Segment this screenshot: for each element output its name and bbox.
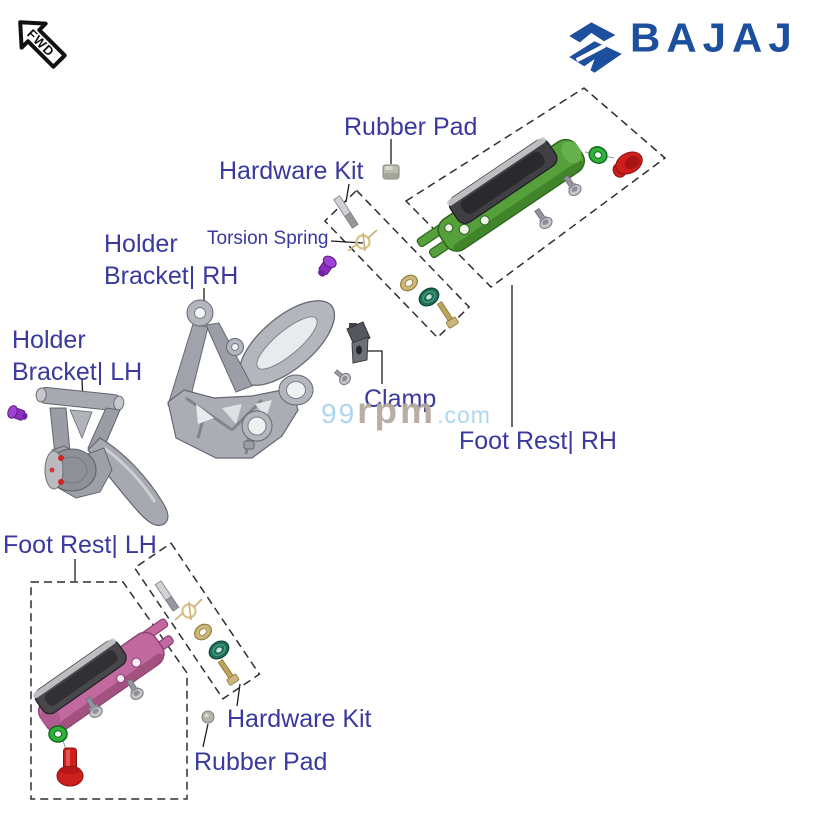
rubber-pad-lh-part <box>201 710 215 724</box>
foot-rest-rh-box <box>404 87 667 288</box>
label-hardware-kit-bottom: Hardware Kit <box>227 705 372 733</box>
label-line: Bracket| LH <box>12 358 143 386</box>
clamp-part <box>346 321 371 364</box>
screw-icon <box>563 174 582 197</box>
screw-icon <box>85 696 103 718</box>
screw-icon <box>534 207 553 230</box>
holder-bracket-rh-part <box>167 299 336 459</box>
torsion-spring-part <box>174 598 203 621</box>
label-torsion-spring: Torsion Spring <box>207 228 329 249</box>
purple-bolt-icon <box>318 255 337 277</box>
label-line: Holder <box>104 230 178 258</box>
purple-bolt-icon <box>7 405 28 421</box>
label-line: Bracket| RH <box>104 262 239 290</box>
small-bolt-icon <box>334 369 351 386</box>
foot-rest-lh-part <box>32 618 174 733</box>
label-hardware-kit-top: Hardware Kit <box>219 157 364 185</box>
green-ring-icon <box>588 146 608 164</box>
label-foot-rest-lh: Foot Rest| LH <box>3 531 157 559</box>
hardware-kit-lh-box <box>133 542 261 700</box>
label-holder-bracket-rh: Holder Bracket| RH <box>104 228 238 292</box>
torsion-spring-part <box>347 229 378 252</box>
green-ring-icon <box>48 725 68 743</box>
label-foot-rest-rh: Foot Rest| RH <box>459 427 617 455</box>
red-cap-icon <box>56 747 84 787</box>
watermark-suffix: .com <box>437 402 491 428</box>
red-cap-icon <box>612 151 643 178</box>
bajaj-wordmark: BAJAJ <box>630 14 798 61</box>
label-holder-bracket-lh: Holder Bracket| LH <box>12 324 142 388</box>
label-line: Holder <box>12 326 86 354</box>
holder-bracket-lh-part <box>35 386 169 527</box>
label-clamp: Clamp <box>364 385 437 413</box>
screw-icon <box>126 678 144 700</box>
watermark-prefix: 99 <box>321 398 357 429</box>
teal-washer-icon <box>418 287 440 307</box>
watermark-mid: rpm <box>357 390 437 431</box>
foot-rest-lh-box <box>30 581 188 800</box>
foot-rest-rh-part <box>416 137 585 259</box>
hardware-kit-lh-part <box>154 580 240 686</box>
bajaj-logo-icon <box>569 22 622 73</box>
label-rubber-pad-top: Rubber Pad <box>344 113 478 141</box>
fwd-arrow-icon: FWD <box>18 20 67 69</box>
rubber-pad-rh-part <box>382 164 400 180</box>
label-rubber-pad-bottom: Rubber Pad <box>194 748 328 776</box>
hardware-kit-rh-part <box>333 195 459 329</box>
teal-washer-icon <box>208 640 230 660</box>
